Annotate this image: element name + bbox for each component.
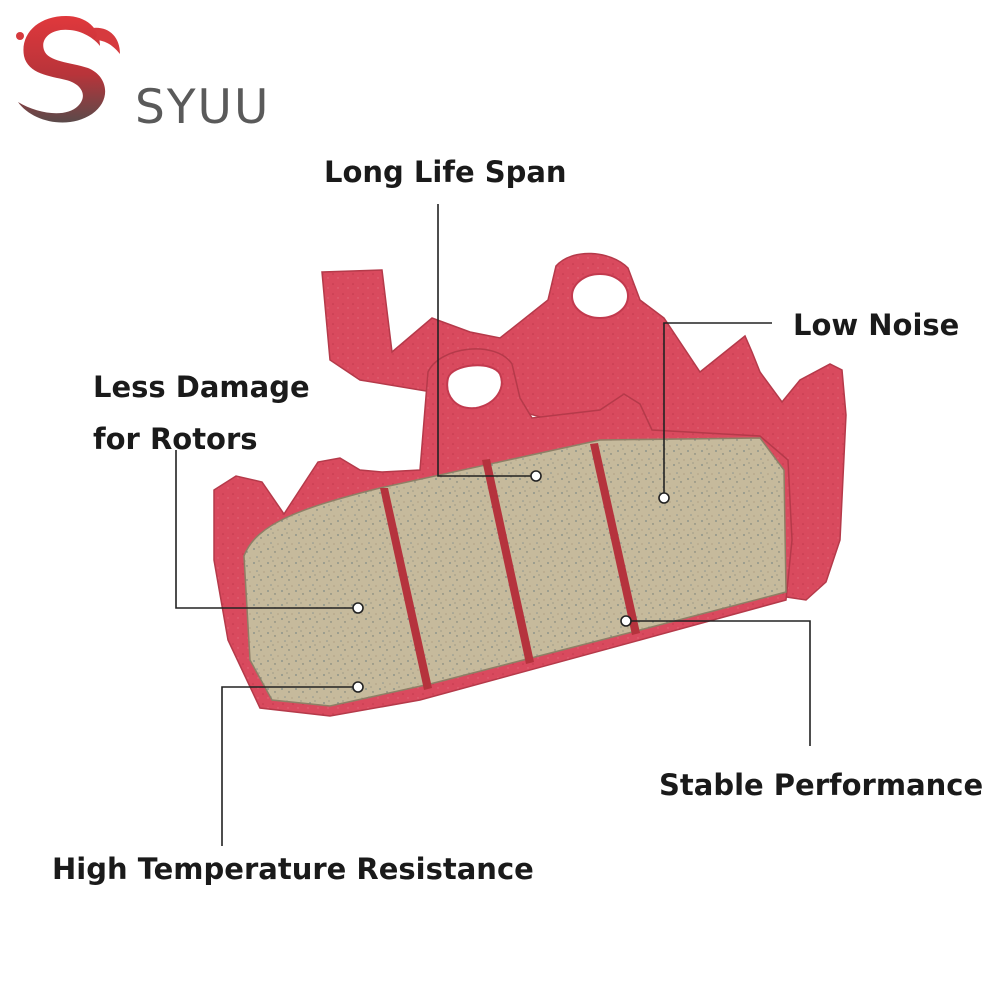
friction-pad [243, 437, 787, 707]
pad-slot-2 [482, 459, 534, 664]
leader-stable [626, 620, 811, 746]
callout-high-temperature: High Temperature Resistance [52, 852, 534, 886]
back-mount-hole [571, 273, 629, 319]
pad-slot-1 [380, 488, 432, 690]
dot-high-temp [352, 681, 364, 693]
leader-high-temp [221, 686, 358, 846]
callout-stable-performance: Stable Performance [659, 768, 984, 802]
dot-long-life [530, 470, 542, 482]
pad-slot-3 [590, 443, 640, 635]
leader-long-life [437, 204, 536, 477]
leader-less-damage [175, 450, 358, 609]
dot-less-damage [352, 602, 364, 614]
syuu-logo-icon [16, 16, 120, 123]
front-mount-hole [446, 364, 503, 410]
callout-less-damage: Less Damage for Rotors [93, 361, 310, 465]
brand-logo: SYUU [8, 10, 278, 135]
callout-long-life: Long Life Span [324, 155, 567, 189]
brand-name: SYUU [135, 80, 271, 135]
callout-less-damage-line1: Less Damage [93, 370, 310, 404]
leader-lines [175, 204, 811, 846]
leader-low-noise [663, 322, 772, 498]
dot-stable [620, 615, 632, 627]
callout-low-noise: Low Noise [793, 308, 960, 342]
dot-low-noise [658, 492, 670, 504]
callout-less-damage-line2: for Rotors [93, 422, 258, 456]
